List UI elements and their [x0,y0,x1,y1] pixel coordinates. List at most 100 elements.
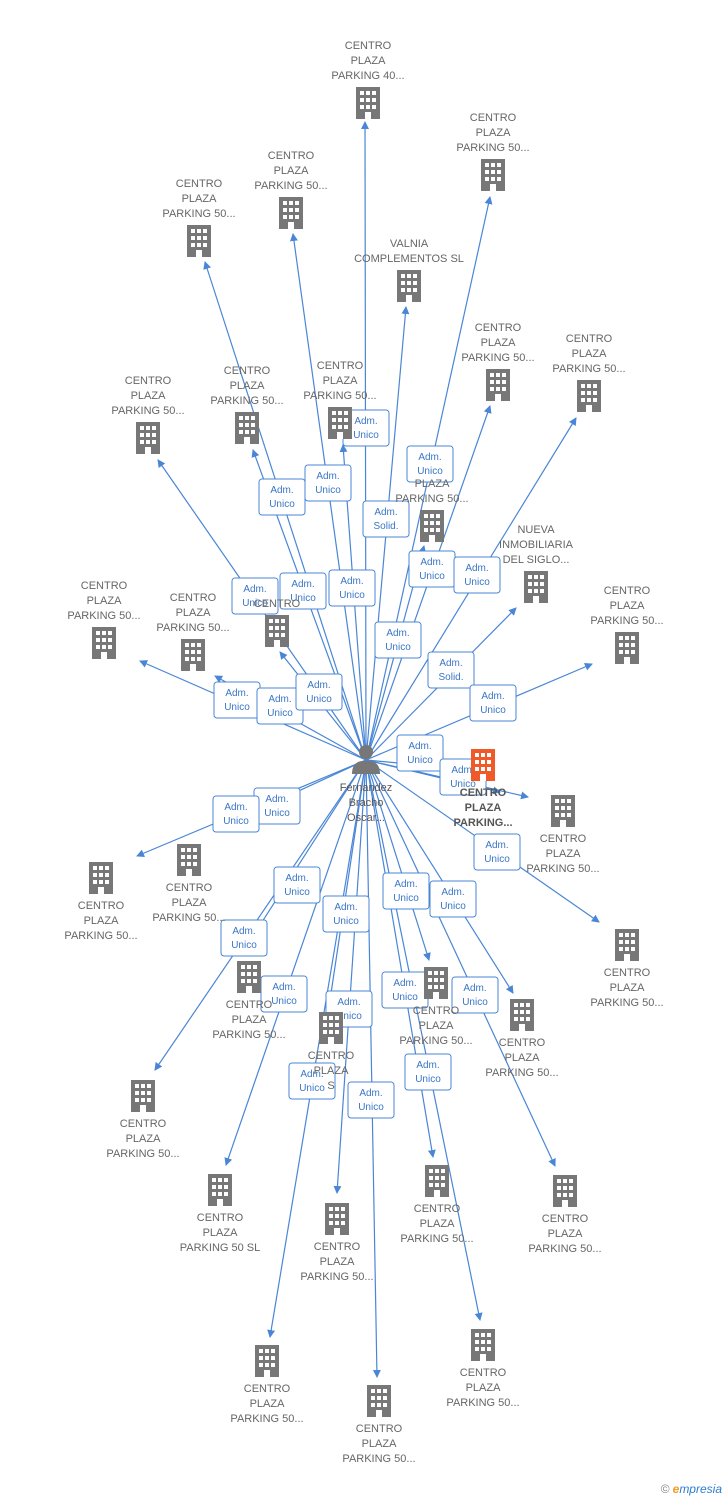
role-badge-c27[interactable]: Adm.Unico [322,895,370,933]
role-badge-text: Adm. [485,840,508,851]
role-badge-c21[interactable]: Adm.Unico [429,880,477,918]
building-icon [420,510,444,542]
role-badge-text: Adm. [224,802,247,813]
company-label: PLAZA [203,1227,239,1239]
role-badge-c28[interactable]: Adm.Unico [381,971,429,1009]
role-badge-c06[interactable]: Adm.Unico [408,550,456,588]
company-label: CENTRO [120,1118,167,1130]
role-badge-c08[interactable]: Adm.Unico [231,577,279,615]
role-badge-c20[interactable]: Adm.Unico [212,795,260,833]
role-badge-text: Adm. [408,741,431,752]
role-badge-c26[interactable]: Adm.Unico [260,975,308,1013]
role-badge-c07[interactable]: Adm.Unico [453,556,501,594]
role-badge-text: Unico [415,1074,441,1085]
role-badge-c17[interactable]: Adm.Unico [396,734,444,772]
role-badge-c09[interactable]: Adm.Unico [279,572,327,610]
company-label: CENTRO [604,585,651,597]
company-label: PLAZA [274,165,310,177]
role-badge-c12[interactable]: Adm.Solid. [427,651,475,689]
role-badge-text: Adm. [225,688,248,699]
role-badge-c10[interactable]: Adm.Unico [328,569,376,607]
role-badge-c30[interactable]: Adm.Unico [288,1062,336,1100]
role-badge-c03[interactable]: Adm.Unico [304,464,352,502]
company-node-c16[interactable]: CENTRO [254,598,301,647]
company-label: PLAZA [314,1065,350,1077]
role-badge-text: Adm. [300,1069,323,1080]
role-badge-c01[interactable]: Adm.Unico [342,409,390,447]
company-label: PLAZA [84,915,120,927]
footer-brand[interactable]: ©empresia [661,1482,722,1496]
building-icon [424,967,448,999]
role-badge-c23[interactable]: Adm.Unico [382,872,430,910]
role-badge-text: Adm. [316,471,339,482]
role-badge-c14[interactable]: Adm.Unico [256,687,304,725]
company-label: PLAZA [250,1398,286,1410]
company-label: PLAZA [172,897,208,909]
company-label: PARKING 50... [106,1148,179,1160]
building-icon [524,571,548,603]
company-label: CENTRO [226,999,273,1011]
role-badge-c24[interactable]: Adm.Unico [451,976,499,1014]
company-node-c17[interactable]: CENTROPLAZAPARKING... [453,749,513,829]
company-label: CENTRO [566,333,613,345]
role-badge-c19[interactable]: Adm.Unico [253,787,301,825]
role-badge-text: Adm. [285,873,308,884]
person-node[interactable]: FernandezBrachoOscar... [340,745,393,824]
company-label: PLAZA [87,595,123,607]
role-badge-c05[interactable]: Adm.Solid. [362,500,410,538]
role-badge-text: Adm. [272,982,295,993]
role-badge-c32[interactable]: Adm.Unico [404,1053,452,1091]
building-icon [367,1385,391,1417]
building-icon [131,1080,155,1112]
role-badge-c16[interactable]: Adm.Unico [295,673,343,711]
building-icon [471,749,495,781]
role-badge-c31[interactable]: Adm.Unico [347,1081,395,1119]
company-label: PARKING 50... [456,142,529,154]
role-badge-c02[interactable]: Adm.Unico [406,445,454,483]
role-badge-text: Unico [484,854,510,865]
role-badge-c25[interactable]: Adm.Unico [220,919,268,957]
role-badge-c04[interactable]: Adm.Unico [258,478,306,516]
company-label: PLAZA [466,1382,502,1394]
role-badge-c13[interactable]: Adm.Unico [213,681,261,719]
role-badge-c22[interactable]: Adm.Unico [273,866,321,904]
role-badge-text: Adm. [268,694,291,705]
role-badge-c29[interactable]: Adm. Unico [473,833,521,871]
company-label: PLAZA [182,193,218,205]
company-label: CENTRO [81,580,128,592]
role-badge-c11[interactable]: Adm.Unico [374,621,422,659]
role-badge-c15[interactable]: Adm.Unico [469,684,517,722]
company-label: CENTRO [125,375,172,387]
